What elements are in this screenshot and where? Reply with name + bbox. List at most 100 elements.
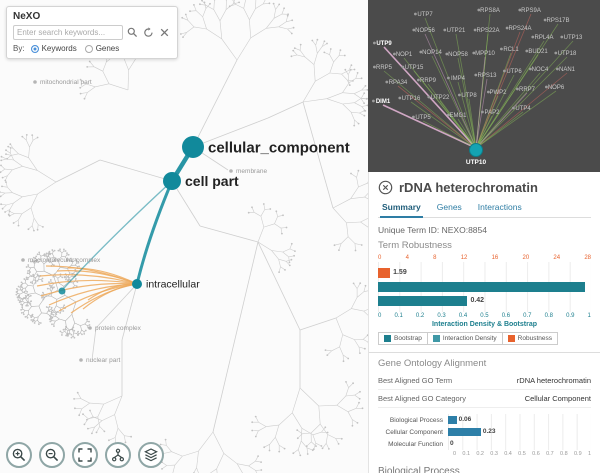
- hierarchy-button[interactable]: [105, 442, 131, 468]
- fit-to-screen-button[interactable]: [72, 442, 98, 468]
- gene-node-label[interactable]: UTP21: [447, 28, 466, 34]
- gene-node-label[interactable]: NOP14: [422, 50, 442, 56]
- details-tabs: Summary Genes Interactions: [378, 199, 591, 218]
- radio-dot: [30, 44, 39, 53]
- bar-bootstrap: [378, 282, 591, 292]
- zoom-out-icon: [45, 448, 59, 462]
- tab-summary[interactable]: Summary: [380, 199, 423, 218]
- gene-node-label[interactable]: UTP6: [506, 69, 522, 75]
- gene-node-label[interactable]: UTP22: [431, 95, 450, 101]
- clear-icon[interactable]: [159, 27, 171, 39]
- gene-node-label[interactable]: RPS22A: [476, 28, 499, 34]
- gene-node-label[interactable]: NOP6: [548, 85, 565, 91]
- tab-genes[interactable]: Genes: [436, 202, 462, 212]
- biological-process-heading: Biological Process: [378, 466, 460, 473]
- gene-node-label[interactable]: DIM1: [376, 99, 391, 105]
- search-panel: NeXO By: Keywords Genes: [6, 6, 178, 59]
- bottom-axis-label: Interaction Density & Bootstrap: [431, 321, 537, 328]
- gene-node-label[interactable]: UTP18: [558, 51, 577, 57]
- gene-node-label[interactable]: UTP4: [515, 106, 531, 112]
- search-input[interactable]: [13, 25, 123, 40]
- gene-node-label[interactable]: BUD21: [528, 49, 548, 55]
- divider: [369, 352, 600, 353]
- search-mode-radios: Keywords Genes: [30, 44, 119, 53]
- gene-node-label[interactable]: PAP2: [485, 110, 501, 116]
- term-node[interactable]: [229, 169, 233, 173]
- gene-node-label[interactable]: NOC4: [532, 67, 549, 73]
- cluster-node[interactable]: [58, 287, 66, 295]
- term-node[interactable]: [88, 326, 92, 330]
- hierarchy-icon: [112, 448, 124, 462]
- gene-node-label[interactable]: RPS8A: [480, 8, 500, 14]
- gene-node-label[interactable]: RCL1: [503, 47, 519, 53]
- selected-path-edges: [58, 145, 195, 295]
- gene-node-label[interactable]: RRP5: [376, 65, 393, 71]
- term-node[interactable]: [33, 80, 37, 84]
- term-node-intracellular[interactable]: [132, 279, 142, 289]
- gene-node-label[interactable]: RPS17B: [546, 18, 569, 24]
- subnetwork-edges: [382, 13, 574, 149]
- gene-node-label[interactable]: UTP13: [564, 35, 583, 41]
- reset-icon[interactable]: [143, 26, 155, 39]
- gene-node-label[interactable]: RPS13: [477, 73, 497, 79]
- gene-node-label[interactable]: RPS24A: [508, 26, 531, 32]
- gene-node-label[interactable]: RRP9: [420, 78, 437, 84]
- zoom-out-button[interactable]: [39, 442, 65, 468]
- gene-node-label[interactable]: UTP9: [376, 41, 392, 47]
- tab-interactions[interactable]: Interactions: [477, 202, 522, 212]
- term-node-cell_part[interactable]: [163, 172, 181, 190]
- gene-node-label[interactable]: RPL4A: [534, 35, 553, 41]
- gene-node-label[interactable]: UTP7: [417, 12, 433, 18]
- gene-node-label[interactable]: PWP2: [489, 90, 507, 96]
- gene-node-center[interactable]: [469, 143, 483, 157]
- by-label: By:: [13, 44, 25, 53]
- radio-genes[interactable]: Genes: [84, 44, 119, 53]
- term-node[interactable]: [79, 358, 83, 362]
- layers-button[interactable]: [138, 442, 164, 468]
- gene-node-label[interactable]: RPS9A: [521, 8, 541, 14]
- search-icon[interactable]: [127, 27, 139, 39]
- term-label-cell_part: cell part: [185, 173, 239, 189]
- term-node-cellular_component[interactable]: [182, 136, 204, 158]
- subnetwork-canvas[interactable]: UTP7 RPS8A RPS9A RPS17B UTP9 NOP56 UTP21 RPS22A…: [368, 0, 600, 172]
- ontology-tree: [0, 0, 368, 473]
- gene-node-label[interactable]: NOP58: [448, 52, 468, 58]
- gene-node-label[interactable]: RPA34: [389, 80, 408, 86]
- gene-node-label[interactable]: RRP7: [519, 87, 536, 93]
- term-node[interactable]: [21, 258, 25, 262]
- term-label: macromolecular complex: [28, 257, 101, 264]
- term-label: mitochondrial part: [40, 79, 92, 86]
- gene-node-label[interactable]: MPP10: [475, 51, 495, 57]
- gene-node-label[interactable]: NAN1: [559, 67, 576, 73]
- app-title: NeXO: [13, 11, 41, 22]
- gene-node-label[interactable]: NOP1: [396, 52, 413, 58]
- gene-node-label[interactable]: UTP16: [402, 96, 421, 102]
- bar-robustness: 1.59: [378, 268, 591, 278]
- radio-keywords[interactable]: Keywords: [30, 44, 77, 53]
- gene-node-label[interactable]: UTP5: [415, 115, 431, 121]
- subnetwork-nodes: UTP7 RPS8A RPS9A RPS17B UTP9 NOP56 UTP21 RPS22A…: [372, 8, 583, 166]
- gene-node-label[interactable]: EMG1: [449, 113, 467, 119]
- subnetwork-panel[interactable]: UTP7 RPS8A RPS9A RPS17B UTP9 NOP56 UTP21 RPS22A…: [368, 0, 600, 172]
- gene-node-label[interactable]: UTP8: [461, 93, 477, 99]
- gene-node-label[interactable]: IMP4: [451, 76, 466, 82]
- gene-node-center-label: UTP10: [466, 159, 487, 166]
- term-label-cellular_component: cellular_component: [208, 139, 350, 156]
- ontology-graph-canvas[interactable]: mitochondrial partmembranemacromolecular…: [0, 0, 368, 473]
- zoom-in-button[interactable]: [6, 442, 32, 468]
- details-header: rDNA heterochromatin: [378, 178, 591, 199]
- gene-node-label[interactable]: UTP15: [405, 65, 424, 71]
- gene-node-label[interactable]: NOP56: [415, 28, 435, 34]
- close-icon[interactable]: [378, 180, 393, 195]
